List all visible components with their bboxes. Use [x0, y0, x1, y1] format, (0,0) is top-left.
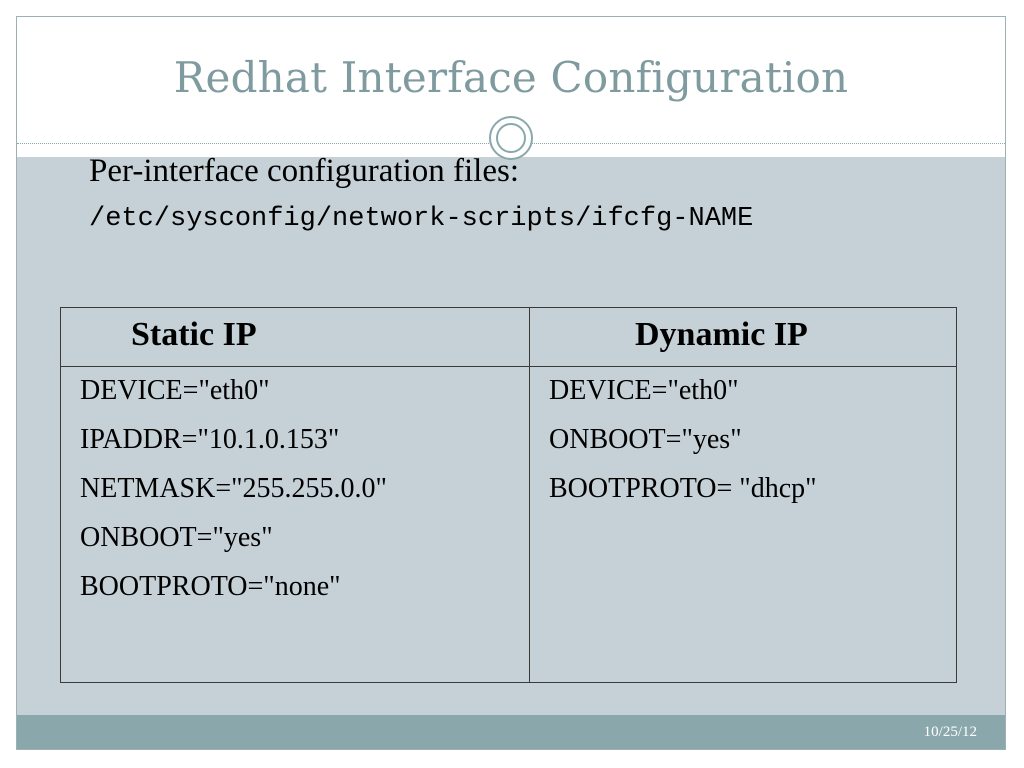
static-line-ipaddr: IPADDR="10.1.0.153" [80, 424, 340, 455]
static-line-onboot: ONBOOT="yes" [80, 522, 273, 553]
slide-title: Redhat Interface Configuration [173, 53, 849, 102]
body-heading: Per-interface configuration files: [89, 153, 519, 189]
table-row: DEVICE="eth0" IPADDR="10.1.0.153" NETMAS… [60, 366, 957, 683]
static-config-cell: DEVICE="eth0" IPADDR="10.1.0.153" NETMAS… [60, 366, 530, 683]
slide: Redhat Interface Configuration Per-inter… [16, 16, 1006, 750]
config-table: Static IP Dynamic IP DEVICE="eth0" IPADD… [60, 307, 957, 683]
header-dynamic-ip: Dynamic IP [529, 307, 957, 367]
table-header-row: Static IP Dynamic IP [60, 307, 957, 367]
static-line-device: DEVICE="eth0" [80, 375, 270, 406]
config-file-path: /etc/sysconfig/network-scripts/ifcfg-NAM… [89, 204, 754, 234]
static-line-netmask: NETMASK="255.255.0.0" [80, 473, 387, 504]
slide-date: 10/25/12 [923, 724, 977, 740]
header-static-ip: Static IP [60, 307, 530, 367]
dynamic-line-device: DEVICE="eth0" [549, 375, 739, 406]
ring-ornament-icon [489, 116, 533, 160]
dynamic-line-bootproto: BOOTPROTO= "dhcp" [549, 473, 817, 504]
dynamic-line-onboot: ONBOOT="yes" [549, 424, 742, 455]
footer-band: 10/25/12 [17, 715, 1005, 749]
static-line-bootproto: BOOTPROTO="none" [80, 571, 341, 602]
dynamic-config-cell: DEVICE="eth0" ONBOOT="yes" BOOTPROTO= "d… [529, 366, 957, 683]
